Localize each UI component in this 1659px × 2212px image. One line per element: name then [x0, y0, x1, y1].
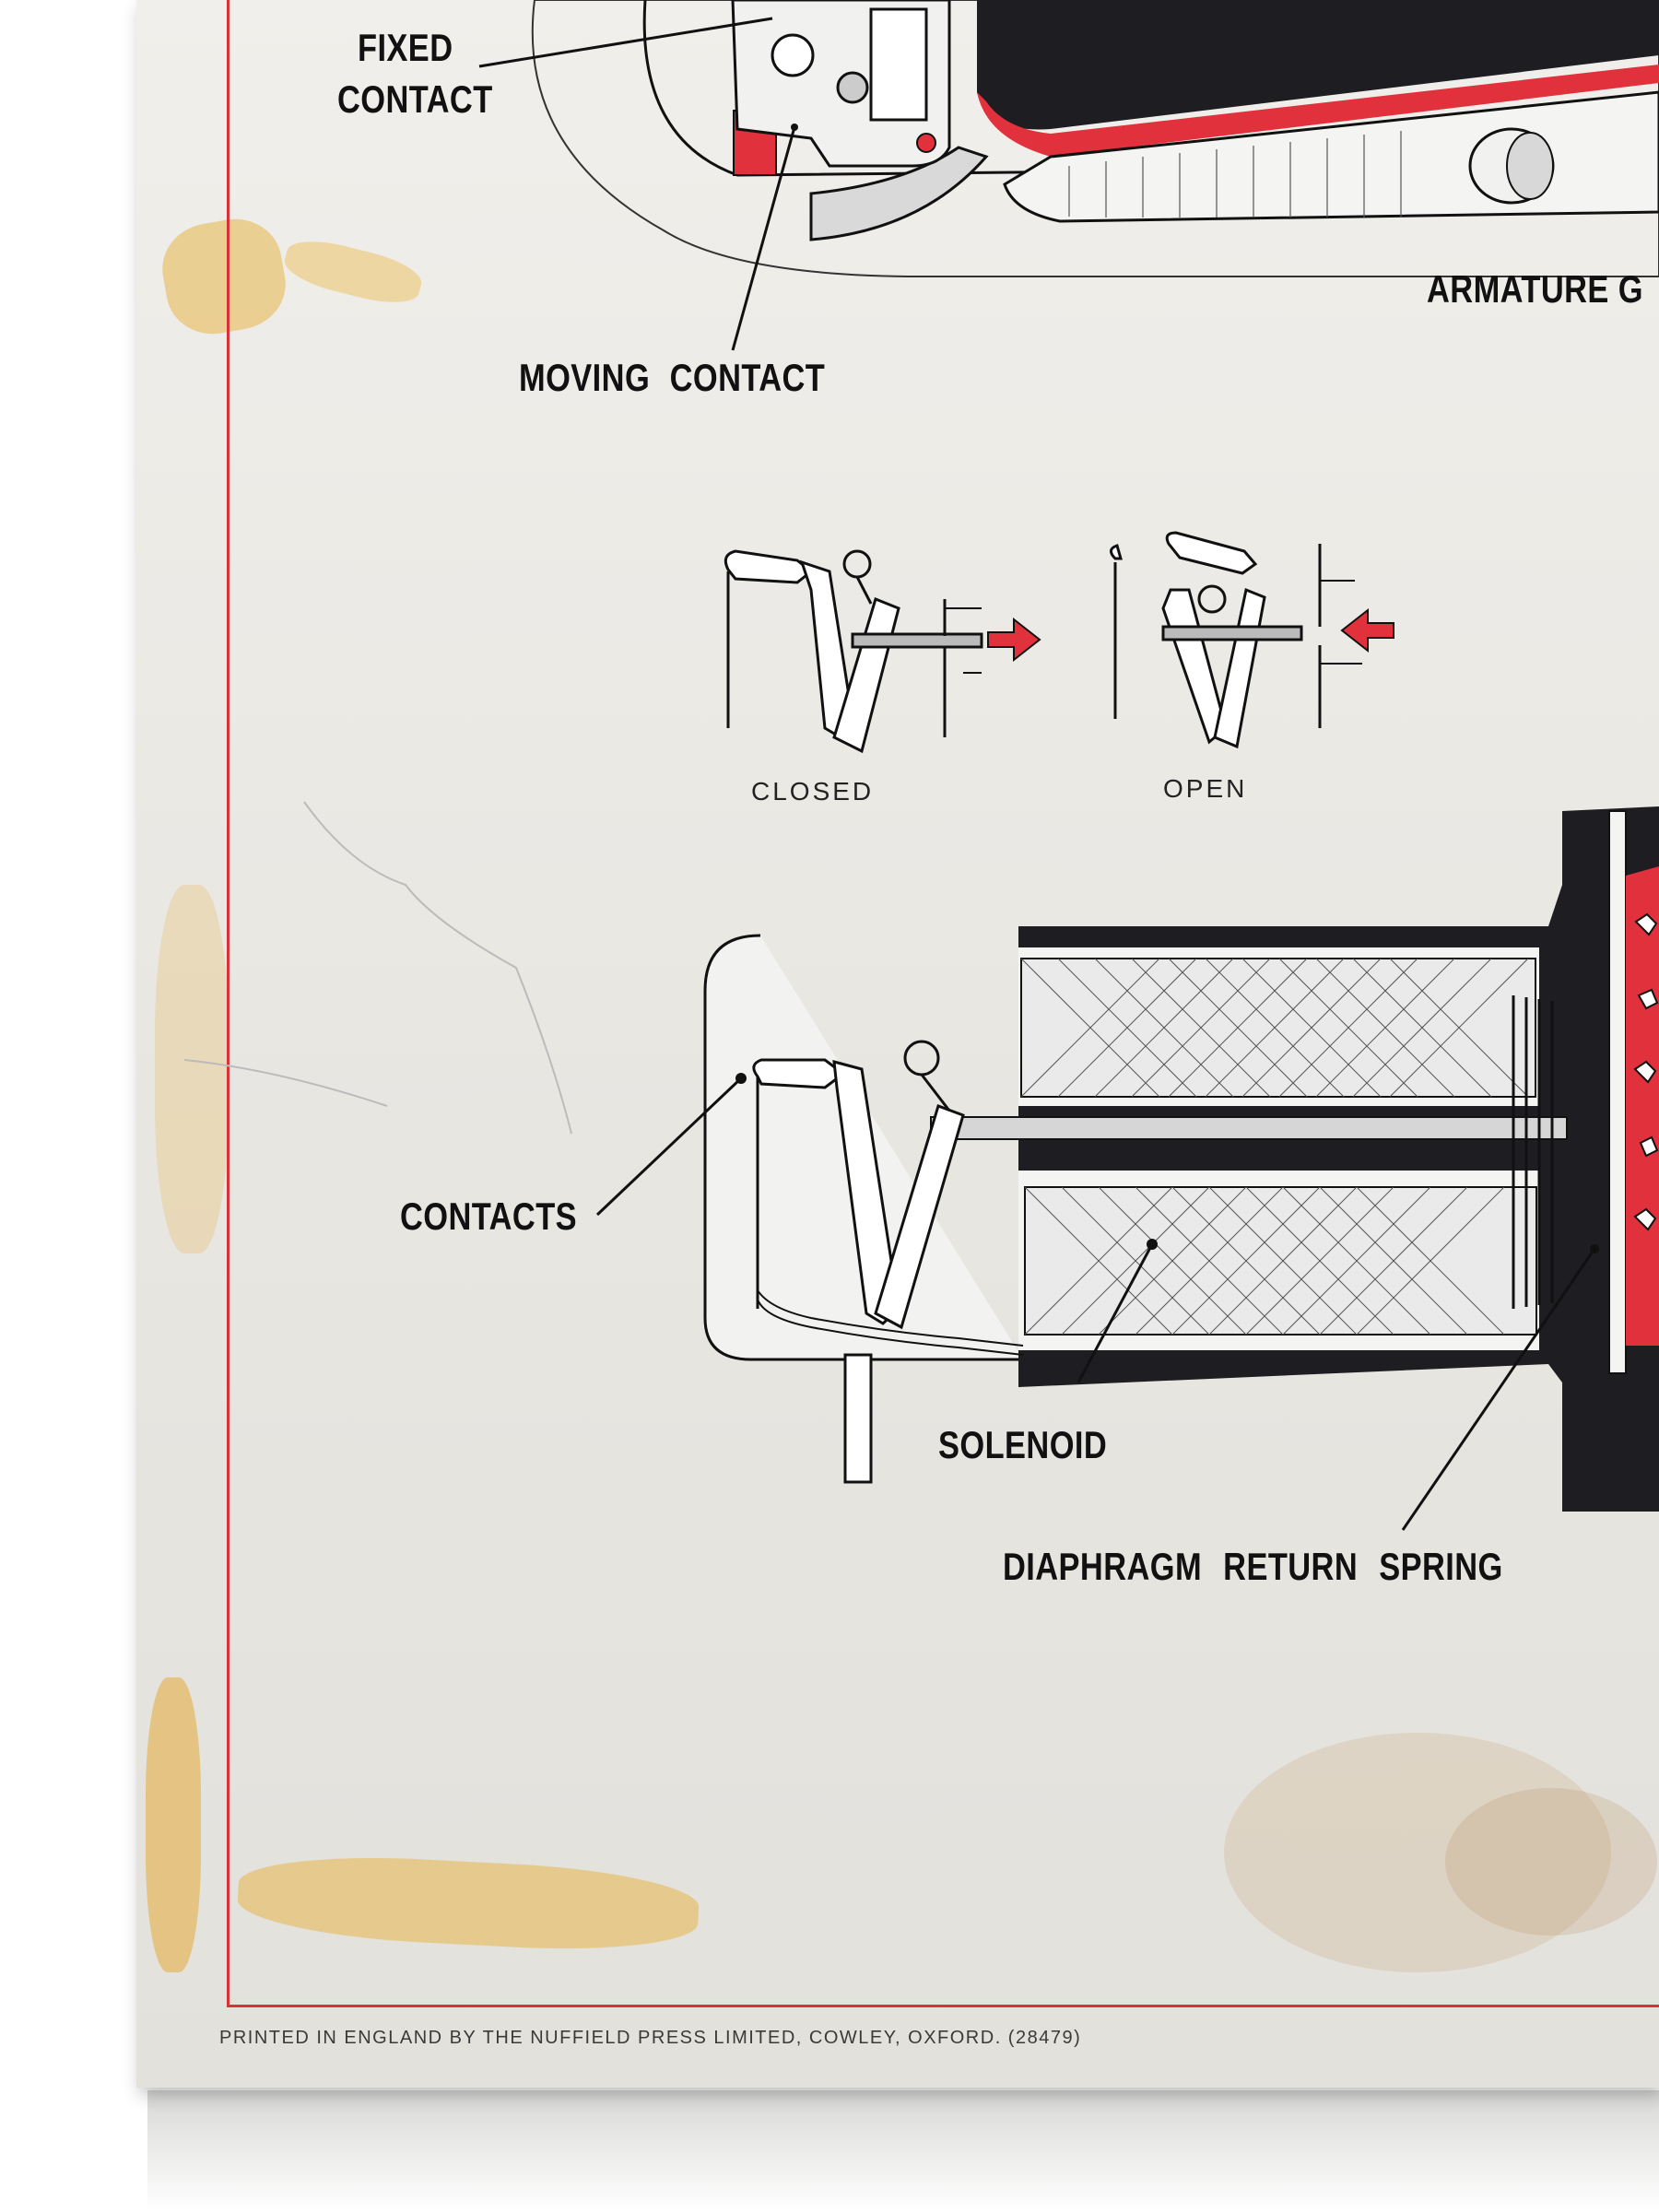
label-fixed-contact-line2: CONTACT [337, 77, 493, 121]
label-diaphragm-return-spring: DIAPHRAGM RETURN SPRING [1003, 1545, 1503, 1588]
solenoid-cross-section [595, 806, 1659, 1531]
switch-open-drawing [1110, 531, 1362, 749]
water-stain [1224, 1733, 1611, 1972]
tape-stain [146, 1677, 201, 1972]
label-moving-contact: MOVING CONTACT [519, 356, 826, 399]
label-fixed-contact-line1: FIXED [358, 26, 453, 69]
tape-stain [155, 885, 229, 1253]
water-stain [1445, 1788, 1657, 1936]
switch-closed-drawing [724, 549, 983, 754]
arrow-icon [987, 617, 1041, 663]
label-contacts: CONTACTS [400, 1194, 578, 1238]
page-shadow [147, 2090, 1659, 2212]
printer-imprint: PRINTED IN ENGLAND BY THE NUFFIELD PRESS… [219, 2028, 1082, 2048]
top-mechanism-drawing [478, 0, 1659, 351]
red-border-frame [227, 0, 1659, 2007]
label-solenoid: SOLENOID [938, 1423, 1108, 1466]
paper-creases [183, 801, 572, 1135]
label-armature: ARMATURE G [1427, 267, 1643, 311]
label-open: OPEN [1163, 774, 1248, 803]
label-closed: CLOSED [751, 777, 875, 806]
arrow-icon [1340, 607, 1394, 653]
